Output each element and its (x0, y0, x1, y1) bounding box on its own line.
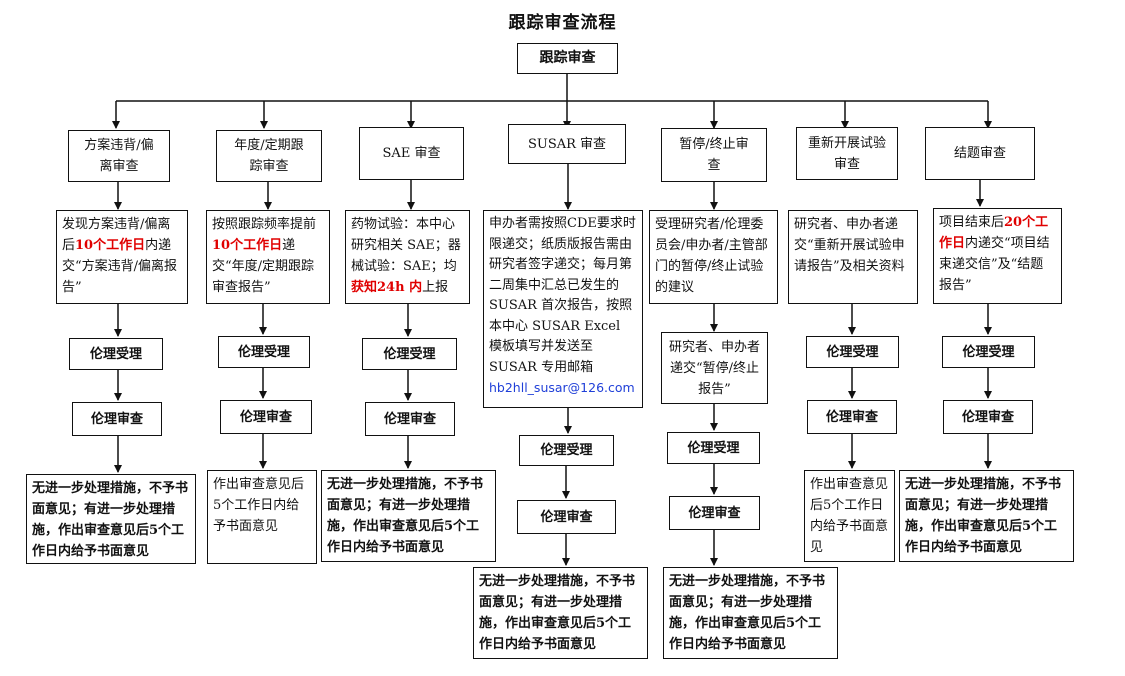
review-label: 伦理审查 (688, 505, 741, 521)
result-box-3: 无进一步处理措施，不予书面意见；有进一步处理措施，作出审查意见后5个工作日内给予… (321, 470, 496, 562)
step-text-end: 递交“年度/定期跟踪审查报告” (212, 238, 315, 295)
review-label: 伦理审查 (961, 409, 1014, 425)
result-text: 作出审查意见后5个工作日内给予书面意见 (810, 477, 889, 555)
review-label: 伦理审查 (825, 409, 878, 425)
result-box-5: 无进一步处理措施，不予书面意见；有进一步处理措施，作出审查意见后5个工作日内给予… (663, 567, 838, 659)
review-label: 伦理审查 (239, 409, 292, 425)
header-suspension: 暂停/终止审查 (661, 128, 767, 182)
result-text: 无进一步处理措施，不予书面意见；有进一步处理措施，作出审查意见后5个工作日内给予… (905, 477, 1062, 555)
review-box-3: 伦理审查 (365, 402, 455, 436)
step-text: 研究者、申办者递交“重新开展试验申请报告”及相关资料 (794, 217, 905, 274)
review-box-2: 伦理审查 (220, 400, 312, 434)
step-deadline: 获知24h 内 (351, 280, 423, 295)
header-label: SUSAR 审查 (527, 136, 607, 152)
accept-label: 伦理受理 (962, 344, 1015, 360)
accept-box-7: 伦理受理 (942, 336, 1035, 368)
result-text: 无进一步处理措施，不予书面意见；有进一步处理措施，作出审查意见后5个工作日内给予… (479, 574, 636, 652)
result-box-4: 无进一步处理措施，不予书面意见；有进一步处理措施，作出审查意见后5个工作日内给予… (473, 567, 648, 659)
header-label: 重新开展试验审查 (807, 135, 886, 172)
result-box-2: 作出审查意见后5个工作日内给予书面意见 (207, 470, 317, 564)
accept-box-3: 伦理受理 (362, 338, 457, 370)
accept-label: 伦理受理 (687, 440, 740, 456)
header-annual-review: 年度/定期跟踪审查 (216, 130, 322, 182)
header-label: SAE 审查 (382, 146, 441, 161)
header-label: 暂停/终止审查 (679, 137, 749, 173)
header-resume: 重新开展试验审查 (796, 127, 898, 180)
header-label: 方案违背/偏离审查 (84, 138, 154, 174)
result-box-6: 作出审查意见后5个工作日内给予书面意见 (804, 470, 895, 562)
header-label: 年度/定期跟踪审查 (234, 138, 304, 174)
step-text-end: 内递交“项目结束递交信”及“结题报告” (939, 236, 1050, 293)
step-text-end: 上报 (422, 280, 449, 295)
step-text: 项目结束后 (939, 215, 1005, 230)
review-box-4: 伦理审查 (517, 500, 616, 534)
result-box-7: 无进一步处理措施，不予书面意见；有进一步处理措施，作出审查意见后5个工作日内给予… (899, 470, 1074, 562)
accept-label: 伦理受理 (540, 443, 593, 458)
step-text: 申办者需按照CDE要求时限递交；纸质版报告需由研究者签字递交；每月第二周集中汇总… (489, 216, 636, 375)
header-label: 结题审查 (953, 146, 1006, 161)
step-resume: 研究者、申办者递交“重新开展试验申请报告”及相关资料 (788, 210, 918, 304)
step-text: 受理研究者/伦理委员会/申办者/主管部门的暂停/终止试验的建议 (655, 217, 768, 295)
review-label: 伦理审查 (383, 411, 436, 427)
root-node: 跟踪审查 (517, 43, 618, 74)
step-deadline: 10个工作日 (212, 238, 283, 253)
step-closure: 项目结束后20个工作日内递交“项目结束递交信”及“结题报告” (933, 208, 1062, 304)
root-label: 跟踪审查 (539, 50, 596, 66)
step-deadline: 20个工作日 (939, 215, 1049, 251)
review-box-1: 伦理审查 (72, 402, 162, 436)
step2-text: 研究者、申办者递交“暂停/终止报告” (668, 339, 760, 397)
result-text: 无进一步处理措施，不予书面意见；有进一步处理措施，作出审查意见后5个工作日内给予… (32, 481, 189, 559)
accept-box-1: 伦理受理 (69, 338, 163, 370)
step-sae: 药物试验：本中心研究相关 SAE；器械试验：SAE；均获知24h 内上报 (345, 210, 470, 304)
accept-box-2: 伦理受理 (218, 336, 310, 368)
step-text-end: 内递交“方案违背/偏离报告” (62, 238, 178, 295)
review-box-6: 伦理审查 (807, 400, 897, 434)
step-suspension: 受理研究者/伦理委员会/申办者/主管部门的暂停/终止试验的建议 (649, 210, 778, 304)
review-box-7: 伦理审查 (943, 400, 1033, 434)
accept-label: 伦理受理 (826, 344, 879, 360)
header-susar: SUSAR 审查 (508, 124, 626, 164)
review-label: 伦理审查 (90, 411, 143, 427)
result-box-1: 无进一步处理措施，不予书面意见；有进一步处理措施，作出审查意见后5个工作日内给予… (26, 474, 196, 564)
header-sae: SAE 审查 (359, 127, 464, 180)
review-label: 伦理审查 (540, 509, 593, 525)
header-protocol-deviation: 方案违背/偏离审查 (68, 130, 170, 182)
step-text: 按照跟踪频率提前 (212, 217, 317, 232)
step-annual-review: 按照跟踪频率提前 10个工作日递交“年度/定期跟踪审查报告” (206, 210, 330, 304)
accept-box-5: 伦理受理 (667, 432, 760, 464)
review-box-5: 伦理审查 (669, 496, 760, 530)
page-title: 跟踪审查流程 (508, 13, 617, 33)
result-text: 无进一步处理措施，不予书面意见；有进一步处理措施，作出审查意见后5个工作日内给予… (669, 574, 826, 652)
result-text: 作出审查意见后5个工作日内给予书面意见 (213, 477, 305, 534)
accept-box-4: 伦理受理 (519, 435, 614, 466)
step-protocol-deviation: 发现方案违背/偏离后10个工作日内递交“方案违背/偏离报告” (56, 210, 188, 304)
step-susar: 申办者需按照CDE要求时限递交；纸质版报告需由研究者签字递交；每月第二周集中汇总… (483, 210, 643, 408)
accept-box-6: 伦理受理 (806, 336, 899, 368)
susar-email-link[interactable]: hb2hll_susar@126.com (489, 380, 635, 395)
step-deadline: 10个工作日 (75, 238, 146, 253)
step-text: 药物试验：本中心研究相关 SAE；器械试验：SAE；均 (351, 217, 461, 274)
header-closure: 结题审查 (925, 127, 1035, 180)
accept-label: 伦理受理 (383, 346, 436, 362)
step2-suspension: 研究者、申办者递交“暂停/终止报告” (661, 332, 768, 404)
result-text: 无进一步处理措施，不予书面意见；有进一步处理措施，作出审查意见后5个工作日内给予… (327, 477, 484, 555)
accept-label: 伦理受理 (237, 344, 290, 360)
accept-label: 伦理受理 (89, 346, 142, 362)
step-text: 发现方案违背/偏离后 (62, 217, 171, 253)
